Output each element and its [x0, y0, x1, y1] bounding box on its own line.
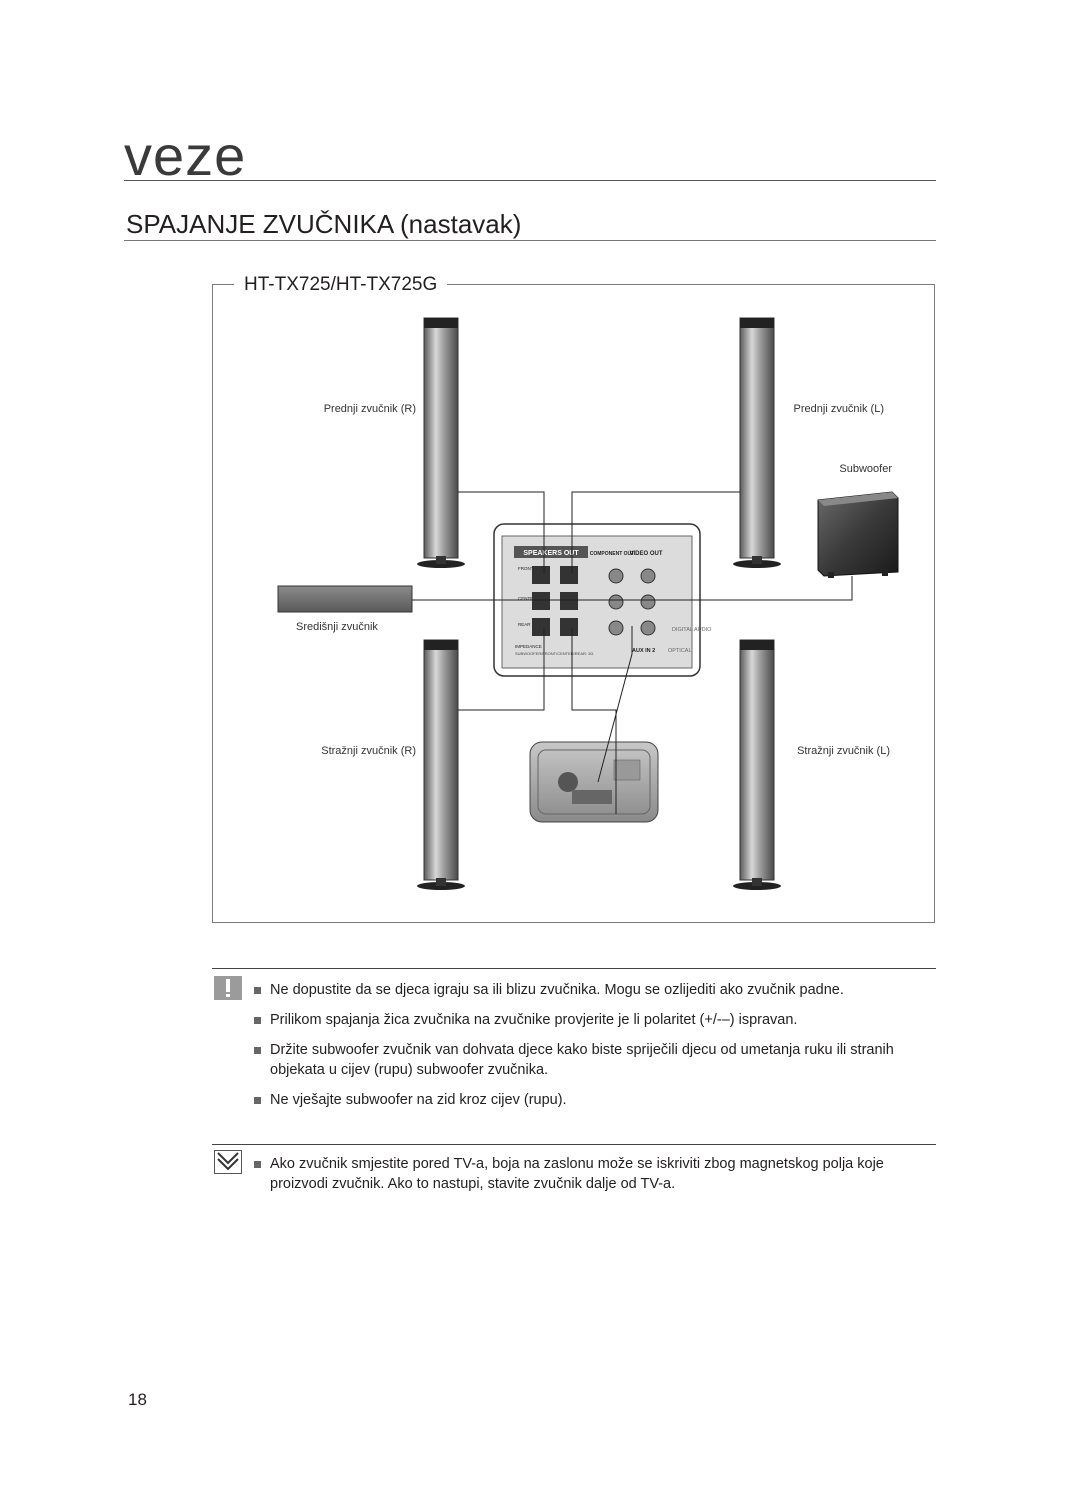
front-left-speaker	[733, 317, 781, 568]
subwoofer-label: Subwoofer	[839, 463, 892, 475]
chapter-divider	[124, 180, 936, 181]
caution-item: Ne vješajte subwoofer na zid kroz cijev …	[254, 1090, 936, 1110]
center-label: Središnji zvučnik	[296, 621, 378, 633]
impedance-label: IMPEDANCE	[515, 644, 542, 649]
front-left-label: Prednji zvučnik (L)	[794, 403, 884, 415]
main-unit	[529, 741, 659, 823]
speaker-connection-diagram: SPEAKERS OUT COMPONENT OUT VIDEO OUT FRO…	[212, 284, 935, 928]
memo-item: Ako zvučnik smjestite pored TV-a, boja n…	[254, 1154, 936, 1194]
page-number: 18	[128, 1390, 147, 1409]
rear-left-label: Stražnji zvučnik (L)	[797, 745, 890, 757]
memo-divider	[212, 1144, 936, 1145]
component-out-label: COMPONENT OUT	[590, 551, 634, 557]
rear-terminal-label: REAR	[518, 622, 531, 627]
digital-audio-label: DIGITAL AUDIO	[672, 627, 712, 633]
optical-label: OPTICAL	[668, 648, 692, 654]
caution-item: Prilikom spajanja žica zvučnika na zvučn…	[254, 1010, 936, 1030]
model-title: HT-TX725/HT-TX725G	[234, 274, 448, 296]
caution-divider	[212, 968, 936, 969]
video-out-label: VIDEO OUT	[629, 551, 662, 557]
caution-icon	[214, 976, 242, 1000]
subwoofer-speaker	[817, 491, 899, 578]
speaker-wires	[412, 491, 853, 814]
memo-list: Ako zvučnik smjestite pored TV-a, boja n…	[254, 1154, 936, 1204]
impedance-spec: SUBWOOFER/FRONT/CENTER/REAR: 3Ω	[515, 651, 593, 656]
rear-right-label: Stražnji zvučnik (R)	[321, 745, 416, 757]
diagram-frame	[212, 284, 935, 923]
caution-list: Ne dopustite da se djeca igraju sa ili b…	[254, 980, 936, 1120]
section-divider	[124, 240, 936, 241]
caution-item: Ne dopustite da se djeca igraju sa ili b…	[254, 980, 936, 1000]
front-right-speaker	[417, 317, 465, 568]
front-right-label: Prednji zvučnik (R)	[324, 403, 416, 415]
aux-in-label: AUX IN 2	[632, 648, 655, 654]
center-terminal-label: CENTER	[518, 596, 537, 601]
rear-right-speaker	[417, 639, 465, 890]
speakers-out-label: SPEAKERS OUT	[523, 550, 579, 557]
caution-item: Držite subwoofer zvučnik van dohvata dje…	[254, 1040, 936, 1080]
front-terminal-label: FRONT	[518, 566, 534, 571]
chapter-title: veze	[124, 124, 247, 187]
section-title: SPAJANJE ZVUČNIKA (nastavak)	[126, 209, 522, 239]
memo-icon	[214, 1150, 242, 1174]
center-speaker	[277, 585, 413, 613]
rear-left-speaker	[733, 639, 781, 890]
